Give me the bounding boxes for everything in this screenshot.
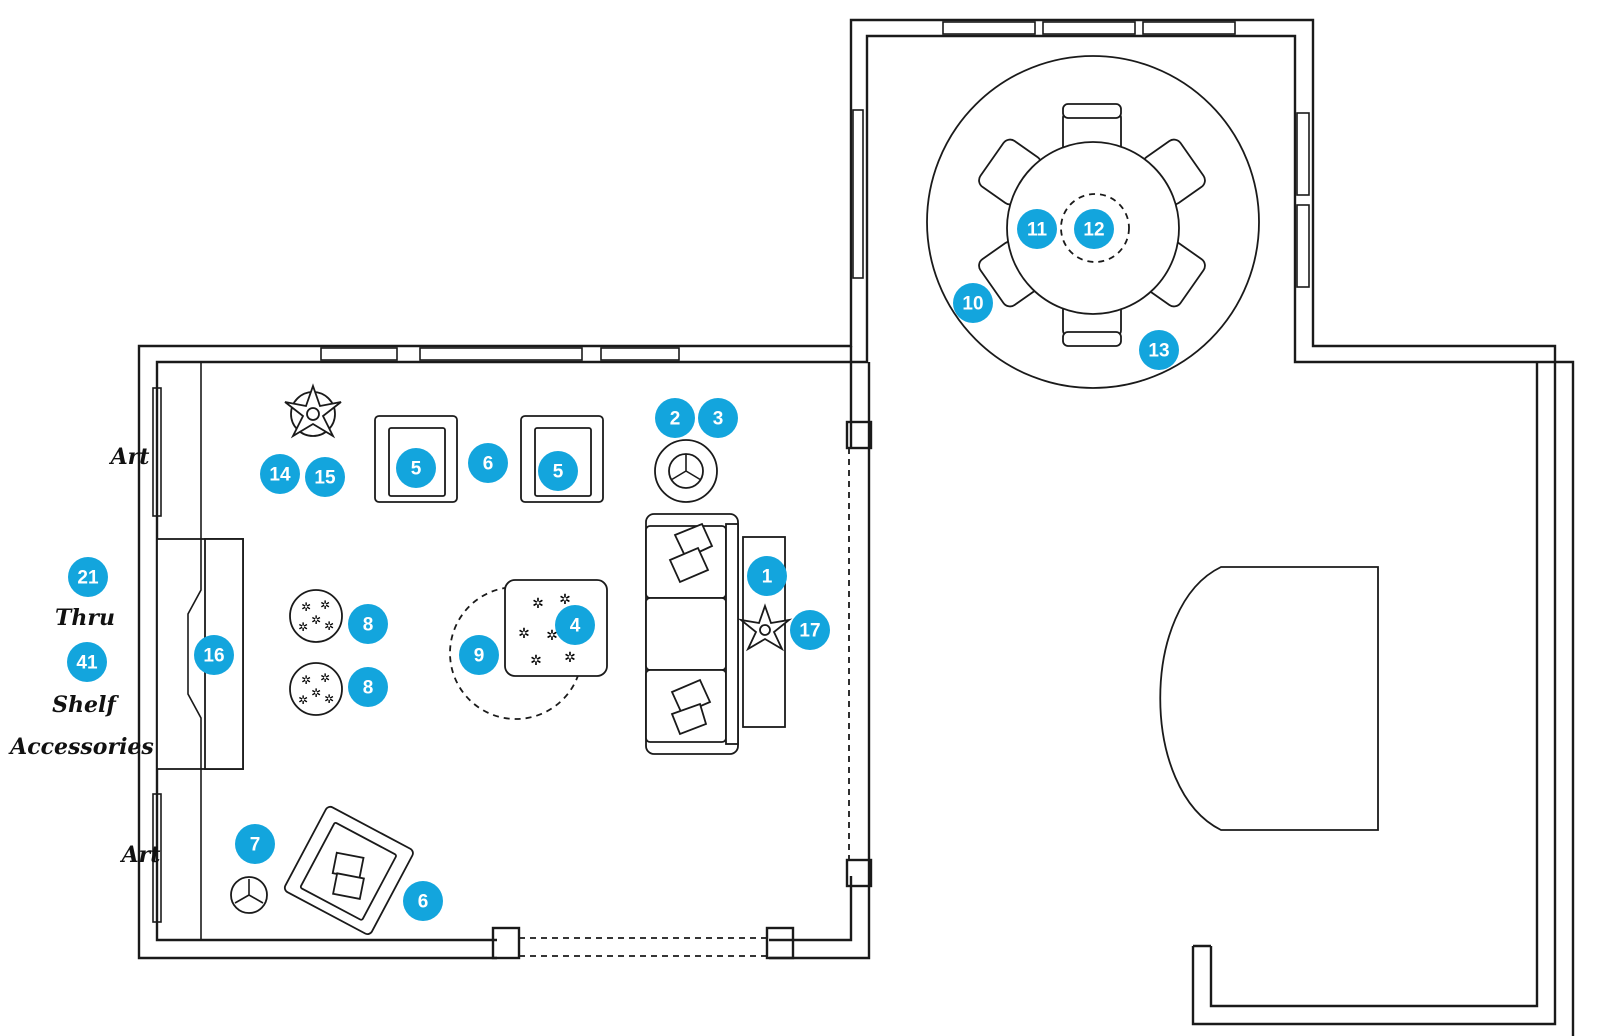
pouf-top: ✲ ✲ ✲ ✲ ✲: [289, 589, 343, 643]
badge-13: 13: [1139, 330, 1179, 370]
badge-14: 14: [260, 454, 300, 494]
badge-41: 41: [67, 642, 107, 682]
svg-text:✲: ✲: [559, 592, 571, 608]
badge-4: 4: [555, 605, 595, 645]
svg-text:41: 41: [76, 653, 98, 674]
sofa: [645, 513, 739, 755]
badge-12: 12: [1074, 209, 1114, 249]
window-living-2: [419, 347, 583, 361]
window-dining-right-2: [1296, 204, 1310, 288]
living-room-outer-wall: [137, 18, 1557, 1026]
window-dining-2: [1042, 21, 1136, 35]
label-art-top: Art: [109, 444, 150, 470]
window-dining-right-1: [1296, 112, 1310, 196]
label-shelf: Shelf: [52, 692, 119, 718]
svg-text:1: 1: [762, 567, 773, 588]
window-dining-3: [1142, 21, 1236, 35]
badge-9: 9: [459, 635, 499, 675]
badge-10: 10: [953, 283, 993, 323]
svg-text:2: 2: [670, 409, 681, 430]
svg-text:21: 21: [77, 568, 99, 589]
fireplace-opening: [187, 539, 202, 769]
svg-text:3: 3: [713, 409, 724, 430]
svg-text:14: 14: [269, 465, 291, 486]
svg-text:✲: ✲: [298, 693, 308, 707]
label-accessories: Accessories: [8, 734, 154, 760]
svg-text:6: 6: [483, 454, 494, 475]
badge-1: 1: [747, 556, 787, 596]
pillar-lower: [845, 858, 873, 888]
badge-8-bottom: 8: [348, 667, 388, 707]
svg-text:17: 17: [799, 621, 820, 642]
badge-7: 7: [235, 824, 275, 864]
svg-text:✲: ✲: [530, 653, 542, 669]
window-left-top: [152, 387, 162, 517]
svg-text:11: 11: [1027, 220, 1048, 241]
svg-text:7: 7: [250, 835, 261, 856]
svg-text:✲: ✲: [546, 628, 558, 644]
badge-6-top: 6: [468, 443, 508, 483]
svg-text:8: 8: [363, 615, 374, 636]
label-art-bottom: Art: [120, 842, 161, 868]
badge-11: 11: [1017, 209, 1057, 249]
window-dining-left: [852, 109, 864, 279]
svg-text:✲: ✲: [311, 686, 321, 700]
lounge-chair: [283, 805, 414, 935]
badge-6-bottom: 6: [403, 881, 443, 921]
badge-16: 16: [194, 635, 234, 675]
window-living-1: [320, 347, 398, 361]
side-table-top: [654, 439, 718, 503]
badge-15: 15: [305, 457, 345, 497]
svg-text:10: 10: [962, 294, 983, 315]
side-table-bottom: [230, 876, 268, 914]
windows: [152, 21, 1310, 923]
svg-text:8: 8: [363, 678, 374, 699]
console-plant-icon: [737, 603, 793, 652]
badge-5-right: 5: [538, 451, 578, 491]
svg-text:✲: ✲: [298, 620, 308, 634]
living-bottom-right-inner: [769, 876, 853, 942]
svg-text:9: 9: [474, 646, 485, 667]
svg-text:16: 16: [203, 646, 224, 667]
svg-text:✲: ✲: [564, 650, 576, 666]
window-left-bottom: [152, 793, 162, 923]
badge-17: 17: [790, 610, 830, 650]
potted-plant-icon: [284, 383, 342, 439]
svg-text:4: 4: [570, 616, 581, 637]
svg-text:12: 12: [1083, 220, 1104, 241]
badge-3: 3: [698, 398, 738, 438]
svg-text:✲: ✲: [324, 619, 334, 633]
label-thru: Thru: [55, 605, 115, 631]
svg-text:✲: ✲: [324, 692, 334, 706]
svg-text:✲: ✲: [301, 600, 311, 614]
window-dining-1: [942, 21, 1036, 35]
svg-text:5: 5: [553, 462, 564, 483]
svg-text:✲: ✲: [532, 596, 544, 612]
badge-2: 2: [655, 398, 695, 438]
svg-text:✲: ✲: [301, 673, 311, 687]
svg-text:✲: ✲: [320, 598, 330, 612]
window-living-3: [600, 347, 680, 361]
svg-text:5: 5: [411, 459, 422, 480]
svg-text:✲: ✲: [320, 671, 330, 685]
svg-text:15: 15: [314, 468, 336, 489]
badge-8-top: 8: [348, 604, 388, 644]
right-room-inner-wall: [1209, 362, 1539, 1008]
pouf-bottom: ✲ ✲ ✲ ✲ ✲: [289, 662, 343, 716]
pillar-bottom-left: [491, 926, 521, 960]
badge-5-left: 5: [396, 448, 436, 488]
svg-text:6: 6: [418, 892, 429, 913]
badge-21: 21: [68, 557, 108, 597]
dining-centerpiece: [1060, 193, 1130, 263]
svg-text:13: 13: [1148, 341, 1169, 362]
svg-text:✲: ✲: [311, 613, 321, 627]
curved-island: [1159, 566, 1379, 831]
svg-text:✲: ✲: [518, 626, 530, 642]
pillar-upper: [845, 420, 873, 450]
pillar-bottom-right: [765, 926, 795, 960]
